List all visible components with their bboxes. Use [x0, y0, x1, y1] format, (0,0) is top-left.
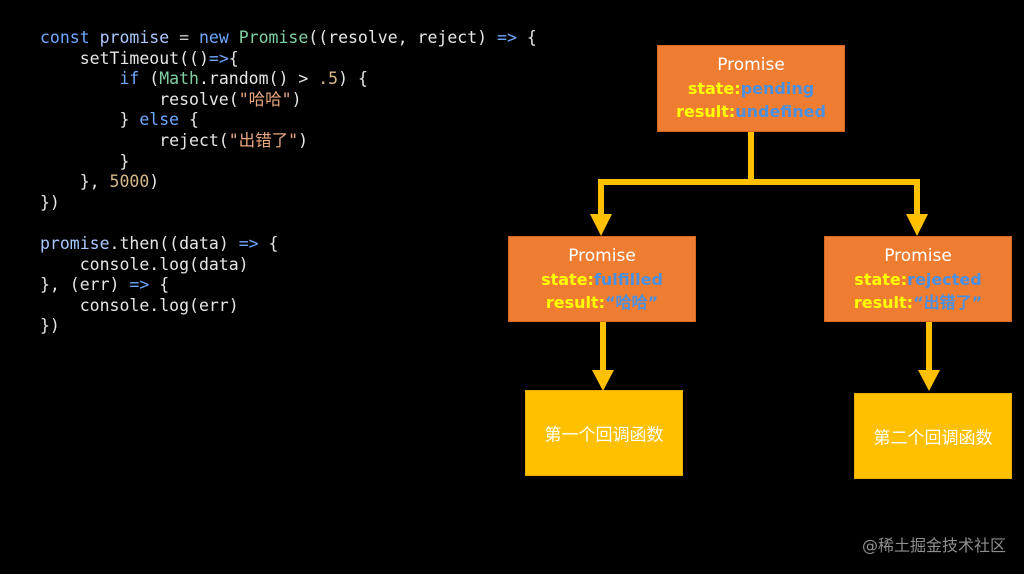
code-token: .random() >	[198, 69, 319, 89]
code-token: =>	[497, 28, 527, 47]
promise-pending-box: Promise state:pending result:undefined	[657, 45, 845, 132]
code-line: }, 5000)	[40, 172, 537, 193]
state-row: state:fulfilled	[541, 270, 663, 289]
code-token: setTimeout(()	[40, 48, 209, 68]
code-token: resolve(	[40, 89, 239, 109]
code-token: =>	[129, 275, 160, 295]
code-token: }	[40, 110, 140, 130]
promise-fulfilled-box: Promise state:fulfilled result:“哈哈”	[508, 236, 696, 322]
callback-2-label: 第二个回调函数	[873, 428, 993, 449]
code-line: reject("出错了")	[40, 131, 537, 152]
code-token: "出错了"	[228, 130, 299, 150]
code-token: {	[268, 233, 279, 253]
code-line: })	[40, 316, 537, 337]
state-row: state:rejected	[854, 270, 982, 289]
code-token: promise	[99, 28, 170, 47]
code-line: const promise = new Promise((resolve, re…	[40, 28, 537, 49]
result-row: result:“出错了”	[853, 293, 983, 312]
code-line: }, (err) => {	[40, 275, 537, 296]
code-token: })	[40, 192, 60, 212]
code-token: {	[159, 275, 170, 295]
code-token: .5	[318, 69, 339, 89]
state-row: state:pending	[687, 79, 815, 98]
code-token: (	[149, 69, 160, 89]
box-title: Promise	[568, 246, 636, 266]
code-token: {	[189, 110, 199, 130]
code-token: Promise	[238, 28, 309, 47]
code-token: new	[198, 28, 239, 47]
promise-rejected-box: Promise state:rejected result:“出错了”	[824, 236, 1012, 322]
code-token: const	[40, 28, 100, 47]
code-token: Math	[159, 69, 199, 89]
box-title: Promise	[717, 55, 785, 75]
code-token: ) {	[338, 69, 368, 89]
code-token: },	[40, 172, 110, 192]
code-token: promise	[40, 233, 110, 253]
code-line: })	[40, 193, 537, 214]
code-token: console.log(data)	[40, 254, 249, 274]
code-token: {	[228, 48, 239, 68]
code-line: console.log(data)	[40, 255, 537, 276]
code-token: console.log(err)	[40, 295, 239, 315]
code-block: const promise = new Promise((resolve, re…	[40, 28, 537, 337]
code-line: }	[40, 152, 537, 173]
box-title: Promise	[884, 246, 952, 266]
code-token: }	[40, 151, 130, 171]
code-token: if	[119, 69, 150, 89]
code-token: ((resolve, reject)	[308, 28, 498, 47]
result-row: result:“哈哈”	[545, 293, 659, 312]
code-line: console.log(err)	[40, 296, 537, 317]
callback-1-label: 第一个回调函数	[544, 425, 664, 446]
code-token: =	[169, 28, 199, 47]
code-token: 5000	[109, 172, 150, 192]
code-token: })	[40, 316, 60, 336]
code-token: "哈哈"	[238, 89, 292, 109]
arrowhead-right	[906, 214, 928, 236]
result-row: result:undefined	[676, 102, 826, 121]
code-token: )	[149, 172, 160, 192]
code-line: if (Math.random() > .5) {	[40, 69, 537, 90]
arrowhead-left	[590, 214, 612, 236]
code-token: .then((data)	[109, 233, 239, 253]
code-token: =>	[238, 233, 269, 253]
code-token: =>	[208, 48, 229, 68]
code-token: else	[139, 110, 190, 130]
callback-1-box: 第一个回调函数	[525, 390, 683, 476]
code-token: }, (err)	[40, 275, 130, 295]
code-token: {	[526, 28, 537, 47]
code-token: reject(	[40, 130, 229, 150]
watermark: @稀土掘金技术社区	[861, 536, 1006, 555]
arrowhead-left-callback	[592, 370, 614, 391]
code-token: )	[298, 130, 309, 150]
code-line: } else {	[40, 110, 537, 131]
callback-2-box: 第二个回调函数	[854, 393, 1012, 479]
code-token: )	[291, 89, 302, 109]
code-line: promise.then((data) => {	[40, 234, 537, 255]
code-line: resolve("哈哈")	[40, 90, 537, 111]
arrowhead-right-callback	[918, 370, 940, 391]
code-line: setTimeout(()=>{	[40, 49, 537, 70]
